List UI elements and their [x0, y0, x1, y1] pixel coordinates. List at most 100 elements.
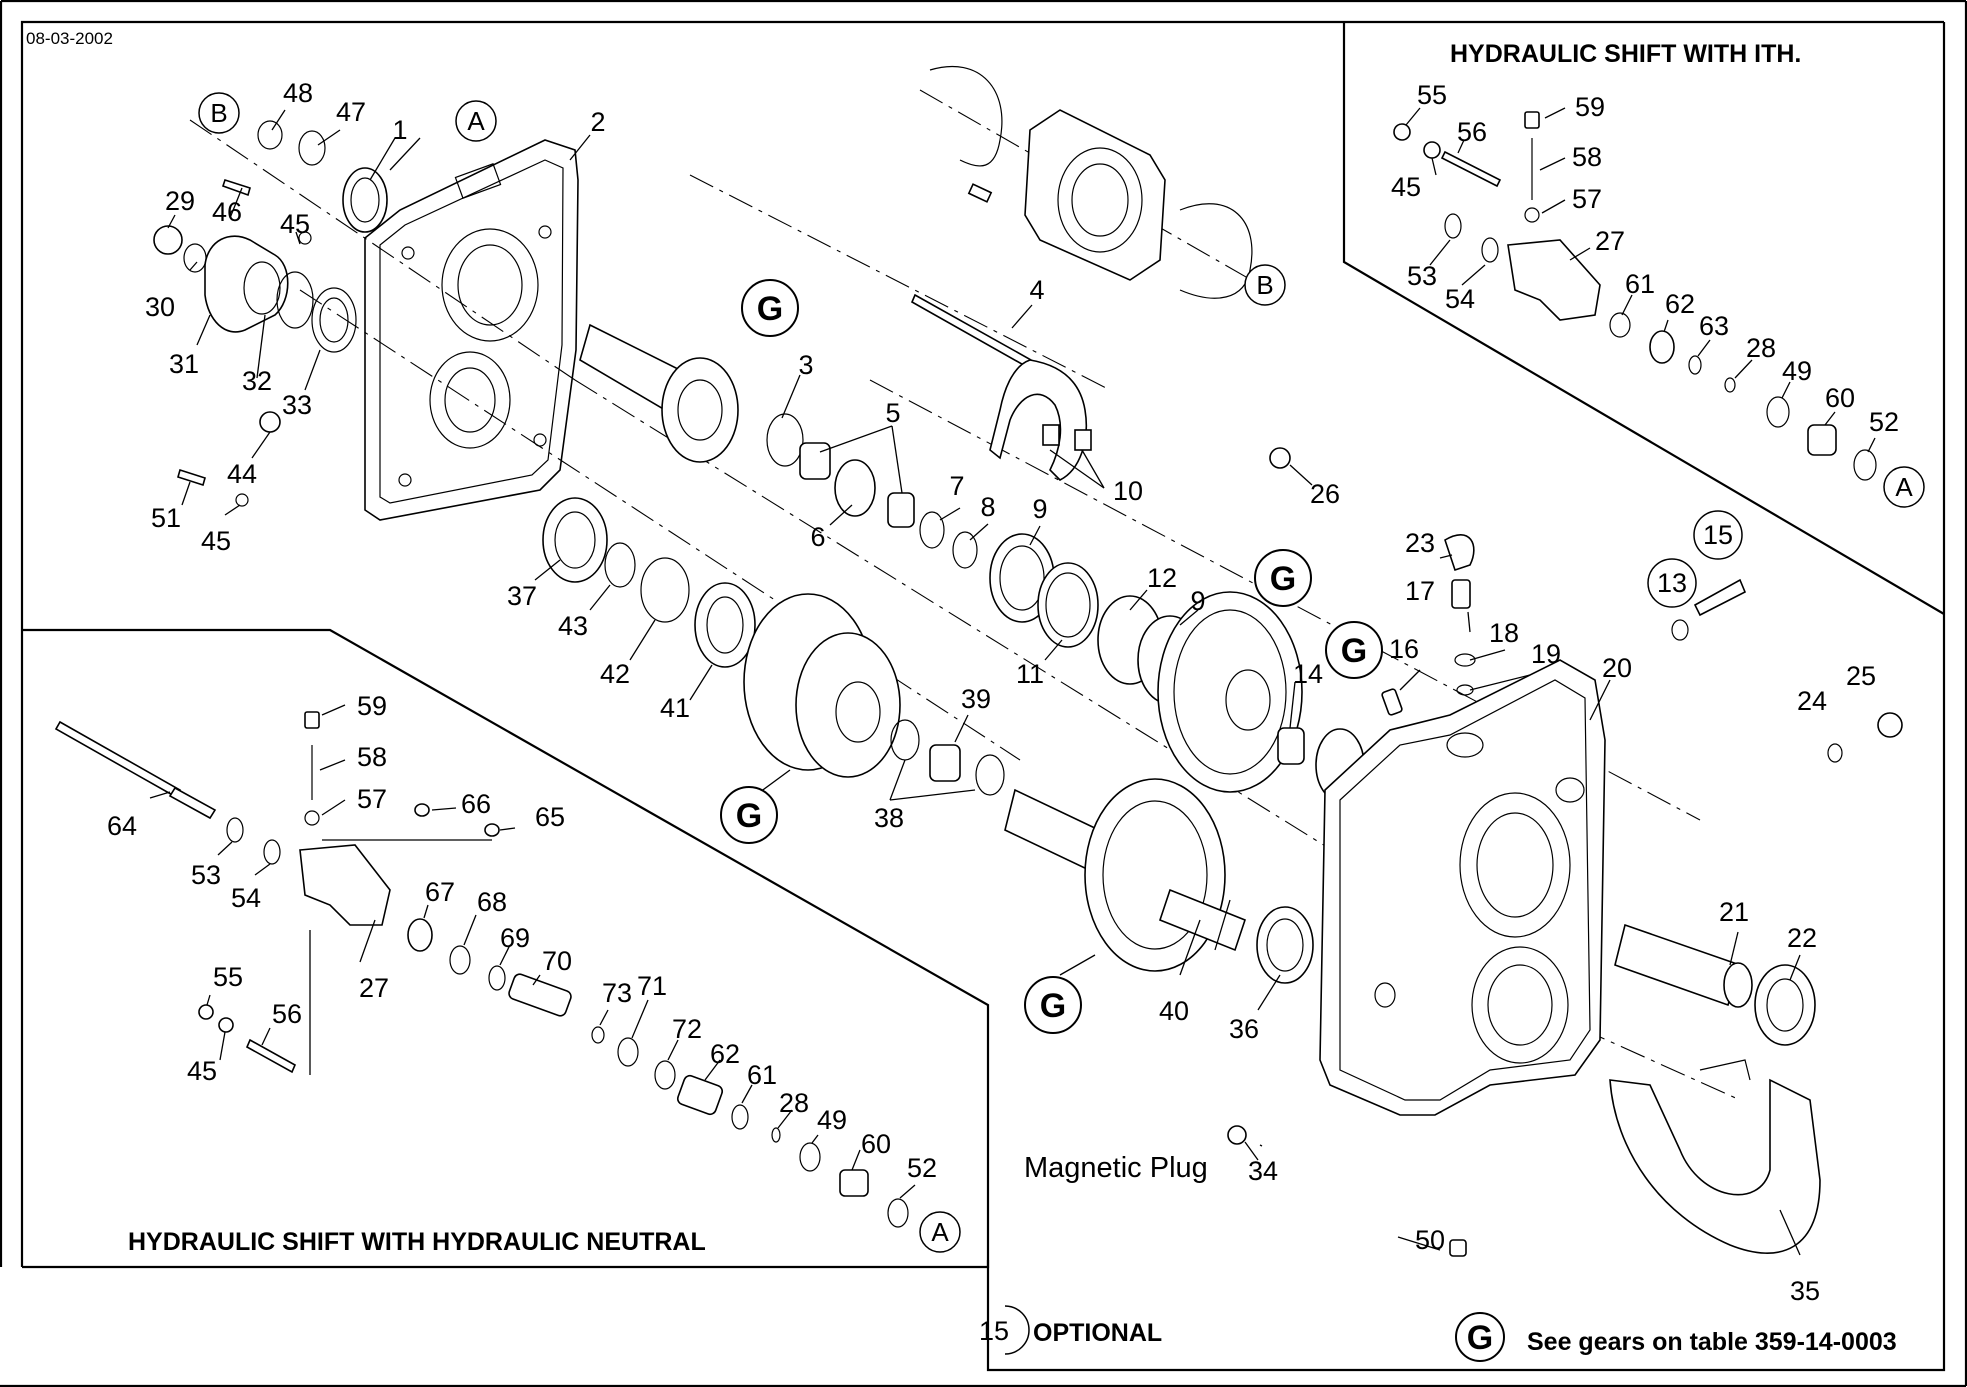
callout-B-right: B [1244, 264, 1286, 306]
gear-callout-G-4: G [720, 786, 778, 844]
part-number: 21 [1719, 897, 1749, 927]
part-number: 42 [600, 659, 630, 689]
part-number: 14 [1293, 659, 1323, 689]
misc-small-parts [1227, 447, 1903, 1257]
part-number: 7 [949, 471, 964, 501]
callout-13: 13 [1647, 558, 1697, 608]
part-number: 20 [1602, 653, 1632, 683]
part-number: 38 [874, 803, 904, 833]
part-numbers-ith: 55 45 56 59 58 57 53 54 27 61 62 63 28 4… [1391, 80, 1899, 437]
part-number: 34 [1248, 1156, 1278, 1186]
input-flange-part [153, 120, 388, 507]
part-number: 56 [272, 999, 302, 1029]
output-shaft-parts [1609, 923, 1821, 1254]
part-number: 16 [1389, 634, 1419, 664]
part-number: 9 [1190, 586, 1205, 616]
part-number: 28 [779, 1088, 809, 1118]
part-number: 1 [392, 115, 407, 145]
part-number: 25 [1846, 661, 1876, 691]
part-number: 57 [1572, 184, 1602, 214]
cover-plate-part [364, 139, 579, 521]
part-numbers-neutral: 64 53 54 59 58 57 66 65 27 67 68 69 70 7… [107, 691, 937, 1183]
part-number: 9 [1032, 494, 1047, 524]
part-number: 48 [283, 78, 313, 108]
part-number: 46 [212, 197, 242, 227]
part-number: 39 [961, 684, 991, 714]
part-number: 26 [1310, 479, 1340, 509]
svg-text:15: 15 [1703, 520, 1733, 550]
part-number: 53 [1407, 261, 1437, 291]
part-number: 70 [542, 946, 572, 976]
gear-callout-G-2: G [1254, 549, 1312, 607]
part-number: 45 [187, 1056, 217, 1086]
part-number: 10 [1113, 476, 1143, 506]
part-number: 6 [810, 522, 825, 552]
part-number: 27 [359, 973, 389, 1003]
legend-optional: 15 OPTIONAL [979, 1305, 1162, 1355]
part-number: 54 [1445, 284, 1475, 314]
part-number: 57 [357, 784, 387, 814]
svg-text:13: 13 [1657, 568, 1687, 598]
part-number: 65 [535, 802, 565, 832]
svg-text:B: B [1256, 270, 1273, 300]
part-number: 60 [861, 1129, 891, 1159]
part-number: 56 [1457, 117, 1487, 147]
part-number: 33 [282, 390, 312, 420]
legend-optional-label: OPTIONAL [1033, 1319, 1162, 1347]
gearbox-housing-part [1319, 659, 1606, 1116]
part-number: 12 [1147, 563, 1177, 593]
part-number: 5 [885, 398, 900, 428]
part-number: 28 [1746, 333, 1776, 363]
callout-A-top: A [455, 100, 497, 142]
part-number: 62 [710, 1039, 740, 1069]
part-number: 50 [1415, 1225, 1445, 1255]
svg-text:G: G [1341, 632, 1367, 670]
part-number: 49 [1782, 356, 1812, 386]
part-number: 45 [1391, 172, 1421, 202]
svg-text:A: A [467, 106, 485, 136]
svg-text:A: A [931, 1217, 949, 1247]
part-number: 54 [231, 883, 261, 913]
gear-train-parts [542, 323, 1365, 984]
part-number: 24 [1797, 686, 1827, 716]
part-number: 68 [477, 887, 507, 917]
part-number: 72 [672, 1014, 702, 1044]
part-number: 45 [280, 209, 310, 239]
rear-flange-part [929, 65, 1253, 299]
part-number: 47 [336, 97, 366, 127]
part-number: 2 [590, 107, 605, 137]
part-number: 17 [1405, 576, 1435, 606]
part-number: 44 [227, 459, 257, 489]
part-number: 71 [637, 971, 667, 1001]
ith-section-title: HYDRAULIC SHIFT WITH ITH. [1450, 40, 1801, 68]
part-number: 59 [1575, 92, 1605, 122]
part-number: 60 [1825, 383, 1855, 413]
part-number: 29 [165, 186, 195, 216]
part-number: 4 [1029, 275, 1044, 305]
part-number: 37 [507, 581, 537, 611]
part-number: 45 [201, 526, 231, 556]
callout-B-top-left: B [198, 92, 240, 134]
legend-gears-label: See gears on table 359-14-0003 [1527, 1328, 1897, 1356]
part-number: 31 [169, 349, 199, 379]
neutral-assembly-parts [54, 711, 909, 1228]
leader-lines [149, 107, 1876, 1256]
legend-gears-letter: G [1467, 1319, 1493, 1357]
part-number: 40 [1159, 996, 1189, 1026]
part-number: 3 [798, 350, 813, 380]
svg-text:B: B [210, 98, 227, 128]
part-number: 18 [1489, 618, 1519, 648]
part-number: 53 [191, 860, 221, 890]
part-number: 11 [1016, 659, 1044, 689]
shift-rod-fork-part [910, 293, 1092, 481]
part-number: 35 [1790, 1276, 1820, 1306]
magnetic-plug-caption: Magnetic Plug [1024, 1152, 1208, 1184]
part-number: 52 [907, 1153, 937, 1183]
part-number: 41 [660, 693, 690, 723]
legend-gears: G See gears on table 359-14-0003 [1455, 1312, 1897, 1362]
part-number: 51 [151, 503, 181, 533]
part-number: 30 [145, 292, 175, 322]
part-number: 69 [500, 923, 530, 953]
part-number: 67 [425, 877, 455, 907]
